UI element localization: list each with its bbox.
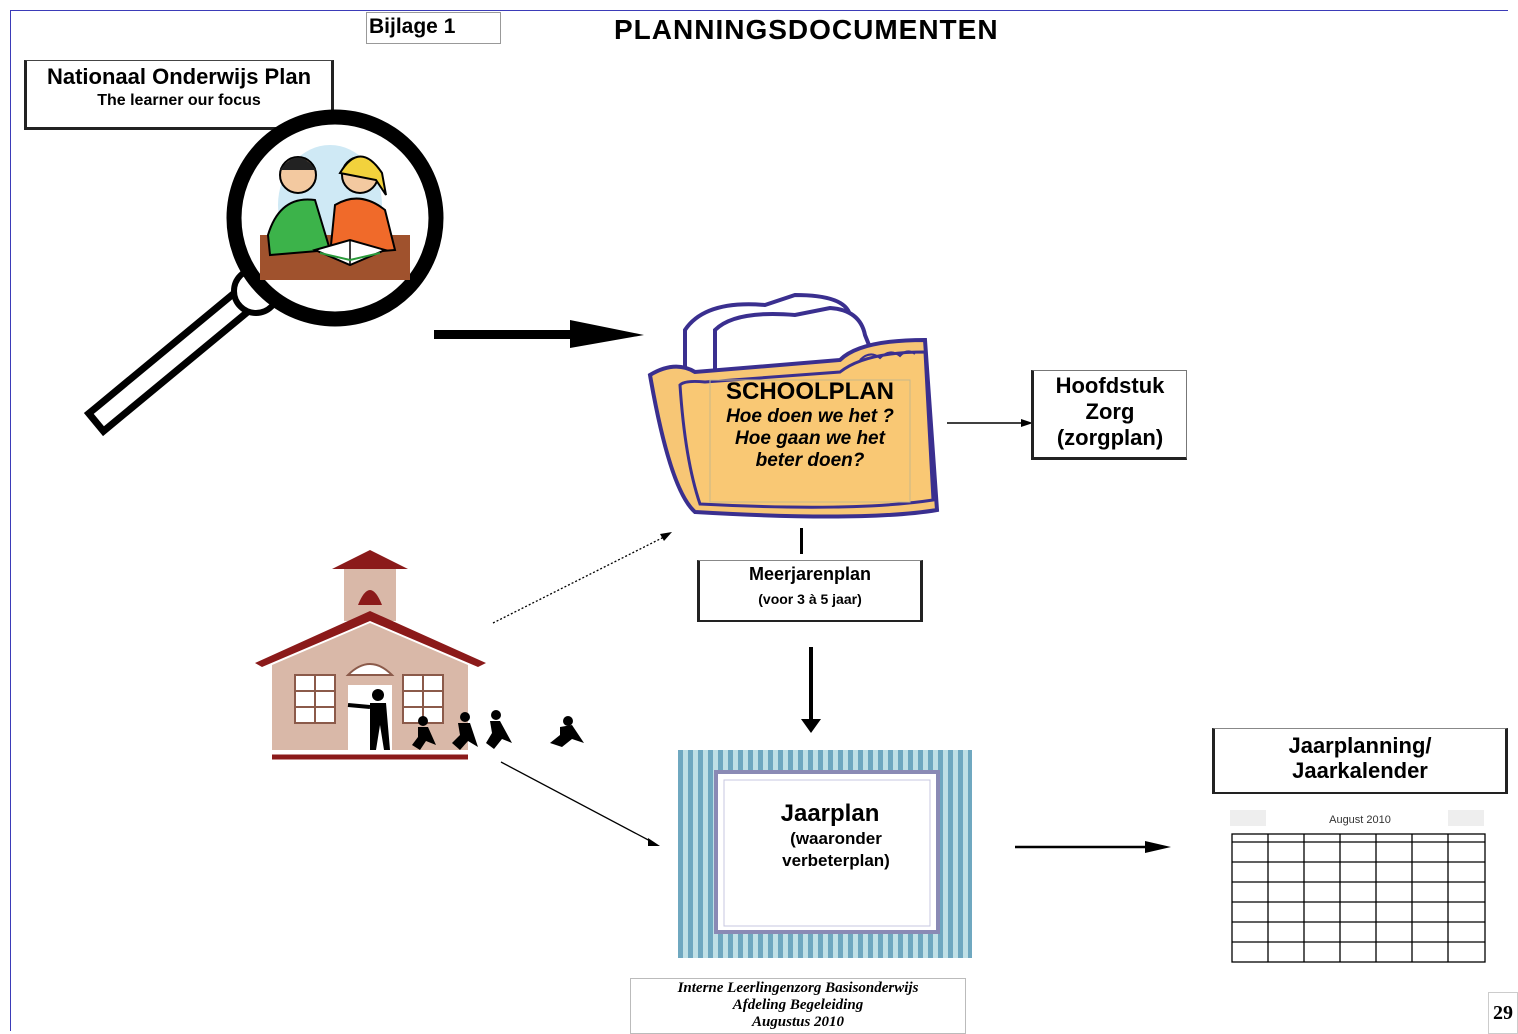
- calendar-month-label: August 2010: [1329, 814, 1391, 826]
- jaarplanning-box: Jaarplanning/ Jaarkalender: [1212, 728, 1508, 794]
- footer-line2: Afdeling Begeleiding: [732, 997, 864, 1013]
- schoolplan-line3: beter doen?: [755, 450, 865, 471]
- school-building-icon: [255, 550, 584, 760]
- schoolplan-title: SCHOOLPLAN: [726, 378, 894, 405]
- arrow-to-jaarplanning: [1015, 841, 1171, 853]
- magnifier-icon: [83, 109, 444, 437]
- nationaal-plan-subtitle: The learner our focus: [97, 92, 261, 109]
- jaarplan-line1: (waaronder: [790, 829, 882, 848]
- hoofdstuk-line2: Zorg: [1085, 399, 1135, 424]
- running-children-icon: [347, 689, 584, 750]
- page-title: PLANNINGSDOCUMENTEN: [614, 14, 999, 45]
- jaarplan-title: Jaarplan: [780, 800, 880, 827]
- hoofdstuk-line3: (zorgplan): [1056, 425, 1164, 450]
- schoolplan-line1: Hoe doen we het ?: [726, 406, 894, 427]
- arrow-to-jaarplan: [801, 647, 821, 733]
- arrow-to-hoofdstuk: [947, 419, 1033, 427]
- children-reading-icon: [260, 145, 410, 280]
- schoolplan-text: SCHOOLPLAN Hoe doen we het ? Hoe gaan we…: [700, 378, 920, 472]
- jaarplanning-line2: Jaarkalender: [1292, 758, 1428, 783]
- page-frame: [10, 10, 1508, 1031]
- appendix-label: Bijlage 1: [366, 12, 501, 44]
- hoofdstuk-line1: Hoofdstuk: [1055, 373, 1165, 398]
- meerjarenplan-title: Meerjarenplan: [748, 564, 872, 584]
- footer-line3: Augustus 2010: [751, 1014, 845, 1030]
- arrow-to-schoolplan: [434, 320, 644, 348]
- calendar-icon: [1230, 810, 1486, 963]
- jaarplan-line2: verbeterplan): [782, 851, 890, 870]
- schoolplan-line2: Hoe gaan we het: [735, 428, 885, 449]
- connector-line: [800, 528, 803, 554]
- jaarplan-text: Jaarplan (waaronder verbeterplan): [730, 800, 930, 872]
- arrow-to-jaarplan-from-school: [500, 761, 660, 846]
- footer-line1: Interne Leerlingenzorg Basisonderwijs: [677, 980, 919, 996]
- jaarplanning-line1: Jaarplanning/: [1288, 733, 1432, 758]
- meerjarenplan-box: Meerjarenplan (voor 3 à 5 jaar): [697, 560, 923, 622]
- hoofdstuk-zorg-box: Hoofdstuk Zorg (zorgplan): [1031, 370, 1187, 460]
- nationaal-onderwijs-plan-box: Nationaal Onderwijs Plan The learner our…: [24, 60, 334, 130]
- meerjarenplan-subtitle: (voor 3 à 5 jaar): [758, 591, 862, 607]
- page-number: 29: [1488, 992, 1518, 1034]
- nationaal-plan-title: Nationaal Onderwijs Plan: [46, 64, 312, 89]
- folder-icon: [647, 292, 940, 519]
- footer-box: Interne Leerlingenzorg Basisonderwijs Af…: [630, 978, 966, 1034]
- dotted-arrow-to-schoolplan: [492, 532, 672, 624]
- jaarplan-frame: [678, 750, 972, 958]
